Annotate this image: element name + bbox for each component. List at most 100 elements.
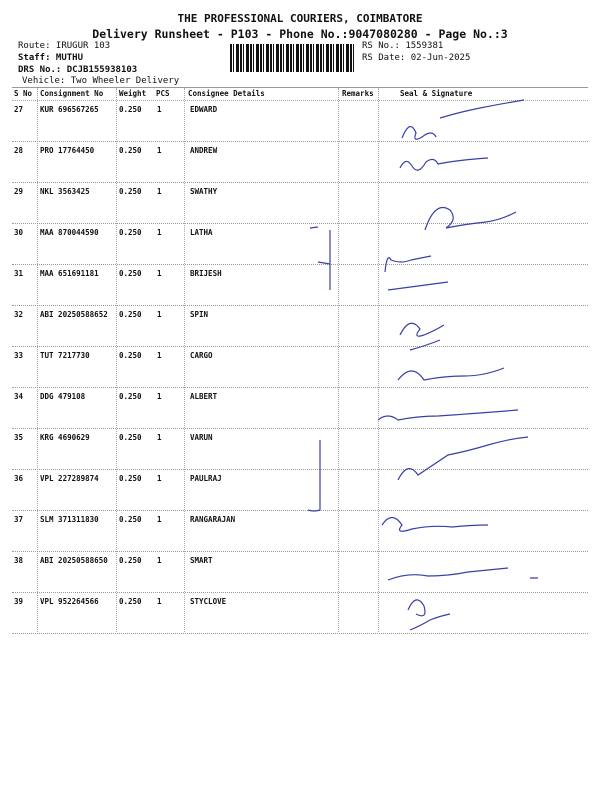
cell-sno: 29 (14, 187, 24, 196)
cell-wt: 0.250 (119, 474, 142, 483)
cell-wt: 0.250 (119, 515, 142, 524)
row-divider (12, 264, 588, 265)
divider (12, 87, 588, 88)
row-divider (12, 633, 588, 634)
cell-name: RANGARAJAN (190, 515, 236, 524)
cell-pcs: 1 (157, 269, 162, 278)
cell-sno: 39 (14, 597, 24, 606)
table-row: 34 DDG 479108 0.250 1 ALBERT (0, 388, 600, 429)
cell-name: BRIJESH (190, 269, 222, 278)
cell-sno: 33 (14, 351, 24, 360)
staff: Staff: MUTHU (18, 53, 84, 63)
cell-pcs: 1 (157, 556, 162, 565)
table-row: 31 MAA 651691181 0.250 1 BRIJESH (0, 265, 600, 306)
cell-sno: 32 (14, 310, 24, 319)
cell-cn: KRG 4690629 (40, 433, 90, 442)
col-divider (116, 88, 117, 632)
cell-wt: 0.250 (119, 392, 142, 401)
cell-cn: MAA 651691181 (40, 269, 99, 278)
cell-sno: 38 (14, 556, 24, 565)
cell-name: SWATHY (190, 187, 218, 196)
cell-sno: 35 (14, 433, 24, 442)
table-row: 38 ABI 20250588650 0.250 1 SMART (0, 552, 600, 593)
table-row: 37 SLM 371311830 0.250 1 RANGARAJAN (0, 511, 600, 552)
cell-name: CARGO (190, 351, 213, 360)
cell-wt: 0.250 (119, 269, 142, 278)
cell-sno: 34 (14, 392, 24, 401)
cell-cn: ABI 20250588650 (40, 556, 108, 565)
cell-name: SMART (190, 556, 213, 565)
cell-cn: TUT 7217730 (40, 351, 90, 360)
col-divider (184, 88, 185, 632)
table-row: 30 MAA 870044590 0.250 1 LATHA (0, 224, 600, 265)
col-divider (338, 88, 339, 632)
row-divider (12, 592, 588, 593)
col-divider (37, 88, 38, 632)
col-consignee: Consignee Details (188, 89, 265, 98)
cell-name: ANDREW (190, 146, 218, 155)
cell-sno: 31 (14, 269, 24, 278)
row-divider (12, 428, 588, 429)
cell-wt: 0.250 (119, 310, 142, 319)
col-signature: Seal & Signature (400, 89, 473, 98)
cell-name: LATHA (190, 228, 213, 237)
cell-sno: 36 (14, 474, 24, 483)
cell-pcs: 1 (157, 310, 162, 319)
cell-pcs: 1 (157, 515, 162, 524)
cell-pcs: 1 (157, 146, 162, 155)
row-divider (12, 223, 588, 224)
cell-cn: MAA 870044590 (40, 228, 99, 237)
cell-cn: KUR 696567265 (40, 105, 99, 114)
cell-wt: 0.250 (119, 146, 142, 155)
cell-pcs: 1 (157, 187, 162, 196)
cell-name: PAULRAJ (190, 474, 222, 483)
cell-name: STYCLOVE (190, 597, 227, 606)
row-divider (12, 182, 588, 183)
table-row: 28 PRO 17764450 0.250 1 ANDREW (0, 142, 600, 183)
cell-pcs: 1 (157, 392, 162, 401)
row-divider (12, 305, 588, 306)
divider (12, 100, 588, 101)
cell-cn: SLM 371311830 (40, 515, 99, 524)
cell-wt: 0.250 (119, 351, 142, 360)
cell-sno: 37 (14, 515, 24, 524)
row-divider (12, 387, 588, 388)
cell-cn: DDG 479108 (40, 392, 86, 401)
runsheet-subtitle: Delivery Runsheet - P103 - Phone No.:904… (92, 27, 508, 41)
cell-pcs: 1 (157, 474, 162, 483)
cell-wt: 0.250 (119, 228, 142, 237)
cell-cn: PRO 17764450 (40, 146, 95, 155)
row-divider (12, 551, 588, 552)
cell-wt: 0.250 (119, 556, 142, 565)
cell-wt: 0.250 (119, 433, 142, 442)
cell-pcs: 1 (157, 228, 162, 237)
cell-sno: 28 (14, 146, 24, 155)
cell-wt: 0.250 (119, 597, 142, 606)
cell-sno: 30 (14, 228, 24, 237)
cell-name: ALBERT (190, 392, 218, 401)
rs-number: RS No.: 1559381 (362, 41, 444, 51)
cell-pcs: 1 (157, 597, 162, 606)
col-sno: S No (14, 89, 33, 98)
cell-pcs: 1 (157, 351, 162, 360)
table-row: 33 TUT 7217730 0.250 1 CARGO (0, 347, 600, 388)
cell-cn: ABI 20250588652 (40, 310, 108, 319)
row-divider (12, 346, 588, 347)
col-remarks: Remarks (342, 89, 374, 98)
barcode (230, 44, 354, 72)
cell-wt: 0.250 (119, 105, 142, 114)
col-divider (378, 88, 379, 632)
rs-date: RS Date: 02-Jun-2025 (362, 53, 471, 63)
col-weight: Weight (119, 89, 147, 98)
vehicle: Vehicle: Two Wheeler Delivery (22, 76, 180, 86)
route: Route: IRUGUR 103 (18, 41, 111, 51)
cell-pcs: 1 (157, 433, 162, 442)
row-divider (12, 510, 588, 511)
